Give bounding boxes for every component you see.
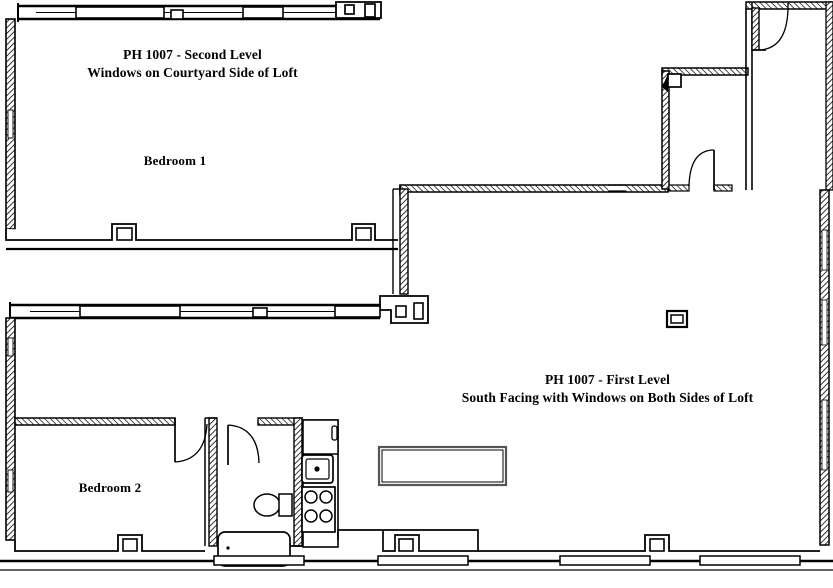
entry-closet-room [661,8,753,192]
second-level-plan [5,1,833,546]
bedroom-2-label: Bedroom 2 [78,480,142,495]
stair-shaft-wall [392,188,409,295]
kitchen-sink [301,454,334,484]
second-level-title-block: PH 1007 - Second Level Windows on Courty… [60,46,325,82]
kitchen-island [377,445,508,487]
bedroom-1-label: Bedroom 1 [143,153,207,168]
south-window-wall [0,529,833,571]
mid-column-base [379,295,429,324]
first-level-title-line2: South Facing with Windows on Both Sides … [461,390,754,406]
first-level-plan [0,302,833,571]
kitchen-range [301,486,336,533]
north-east-column [335,1,382,19]
first-level-title-line1: PH 1007 - First Level [544,372,671,387]
east-exterior-wall [819,189,830,546]
first-level-title-block: PH 1007 - First Level South Facing with … [420,371,795,407]
bedroom1-west-wall [5,18,16,230]
bathroom-toilet [253,493,293,517]
second-level-title-line2: Windows on Courtyard Side of Loft [87,65,298,81]
north-window-wall [17,3,380,22]
mid-window-wall [9,302,381,322]
bedroom2-north-partition [14,417,208,463]
living-room-column [665,309,689,329]
second-level-title-line1: PH 1007 - Second Level [123,47,262,62]
bedroom1-south-wall [5,223,398,251]
bedroom2-west-wall [5,317,16,541]
